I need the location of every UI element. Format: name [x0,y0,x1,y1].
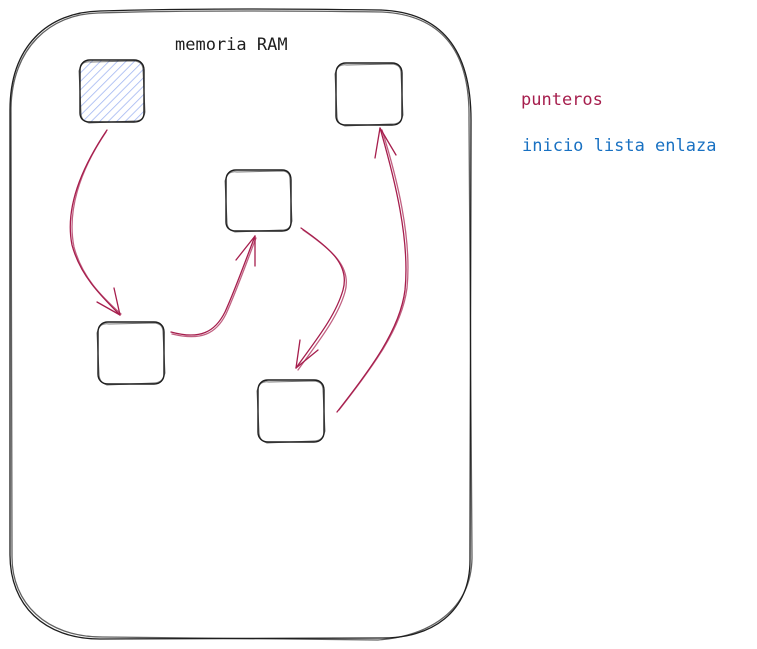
node-center [224,169,293,233]
node-left [96,321,166,386]
node-top-right [334,62,404,127]
pointer-left-to-center [170,235,257,338]
pointer-bottom-to-top-right [336,127,409,413]
pointer-center-to-bottom [295,227,347,371]
pointer-arrows [69,127,409,413]
ram-container [9,8,473,641]
legend-list-head: inicio lista enlaza [522,136,717,156]
legend-pointers: punteros [521,90,603,110]
list-head-node [78,59,146,124]
diagram-title: memoria RAM [175,35,288,55]
pointer-head-to-left [69,129,122,316]
node-bottom [256,379,326,444]
